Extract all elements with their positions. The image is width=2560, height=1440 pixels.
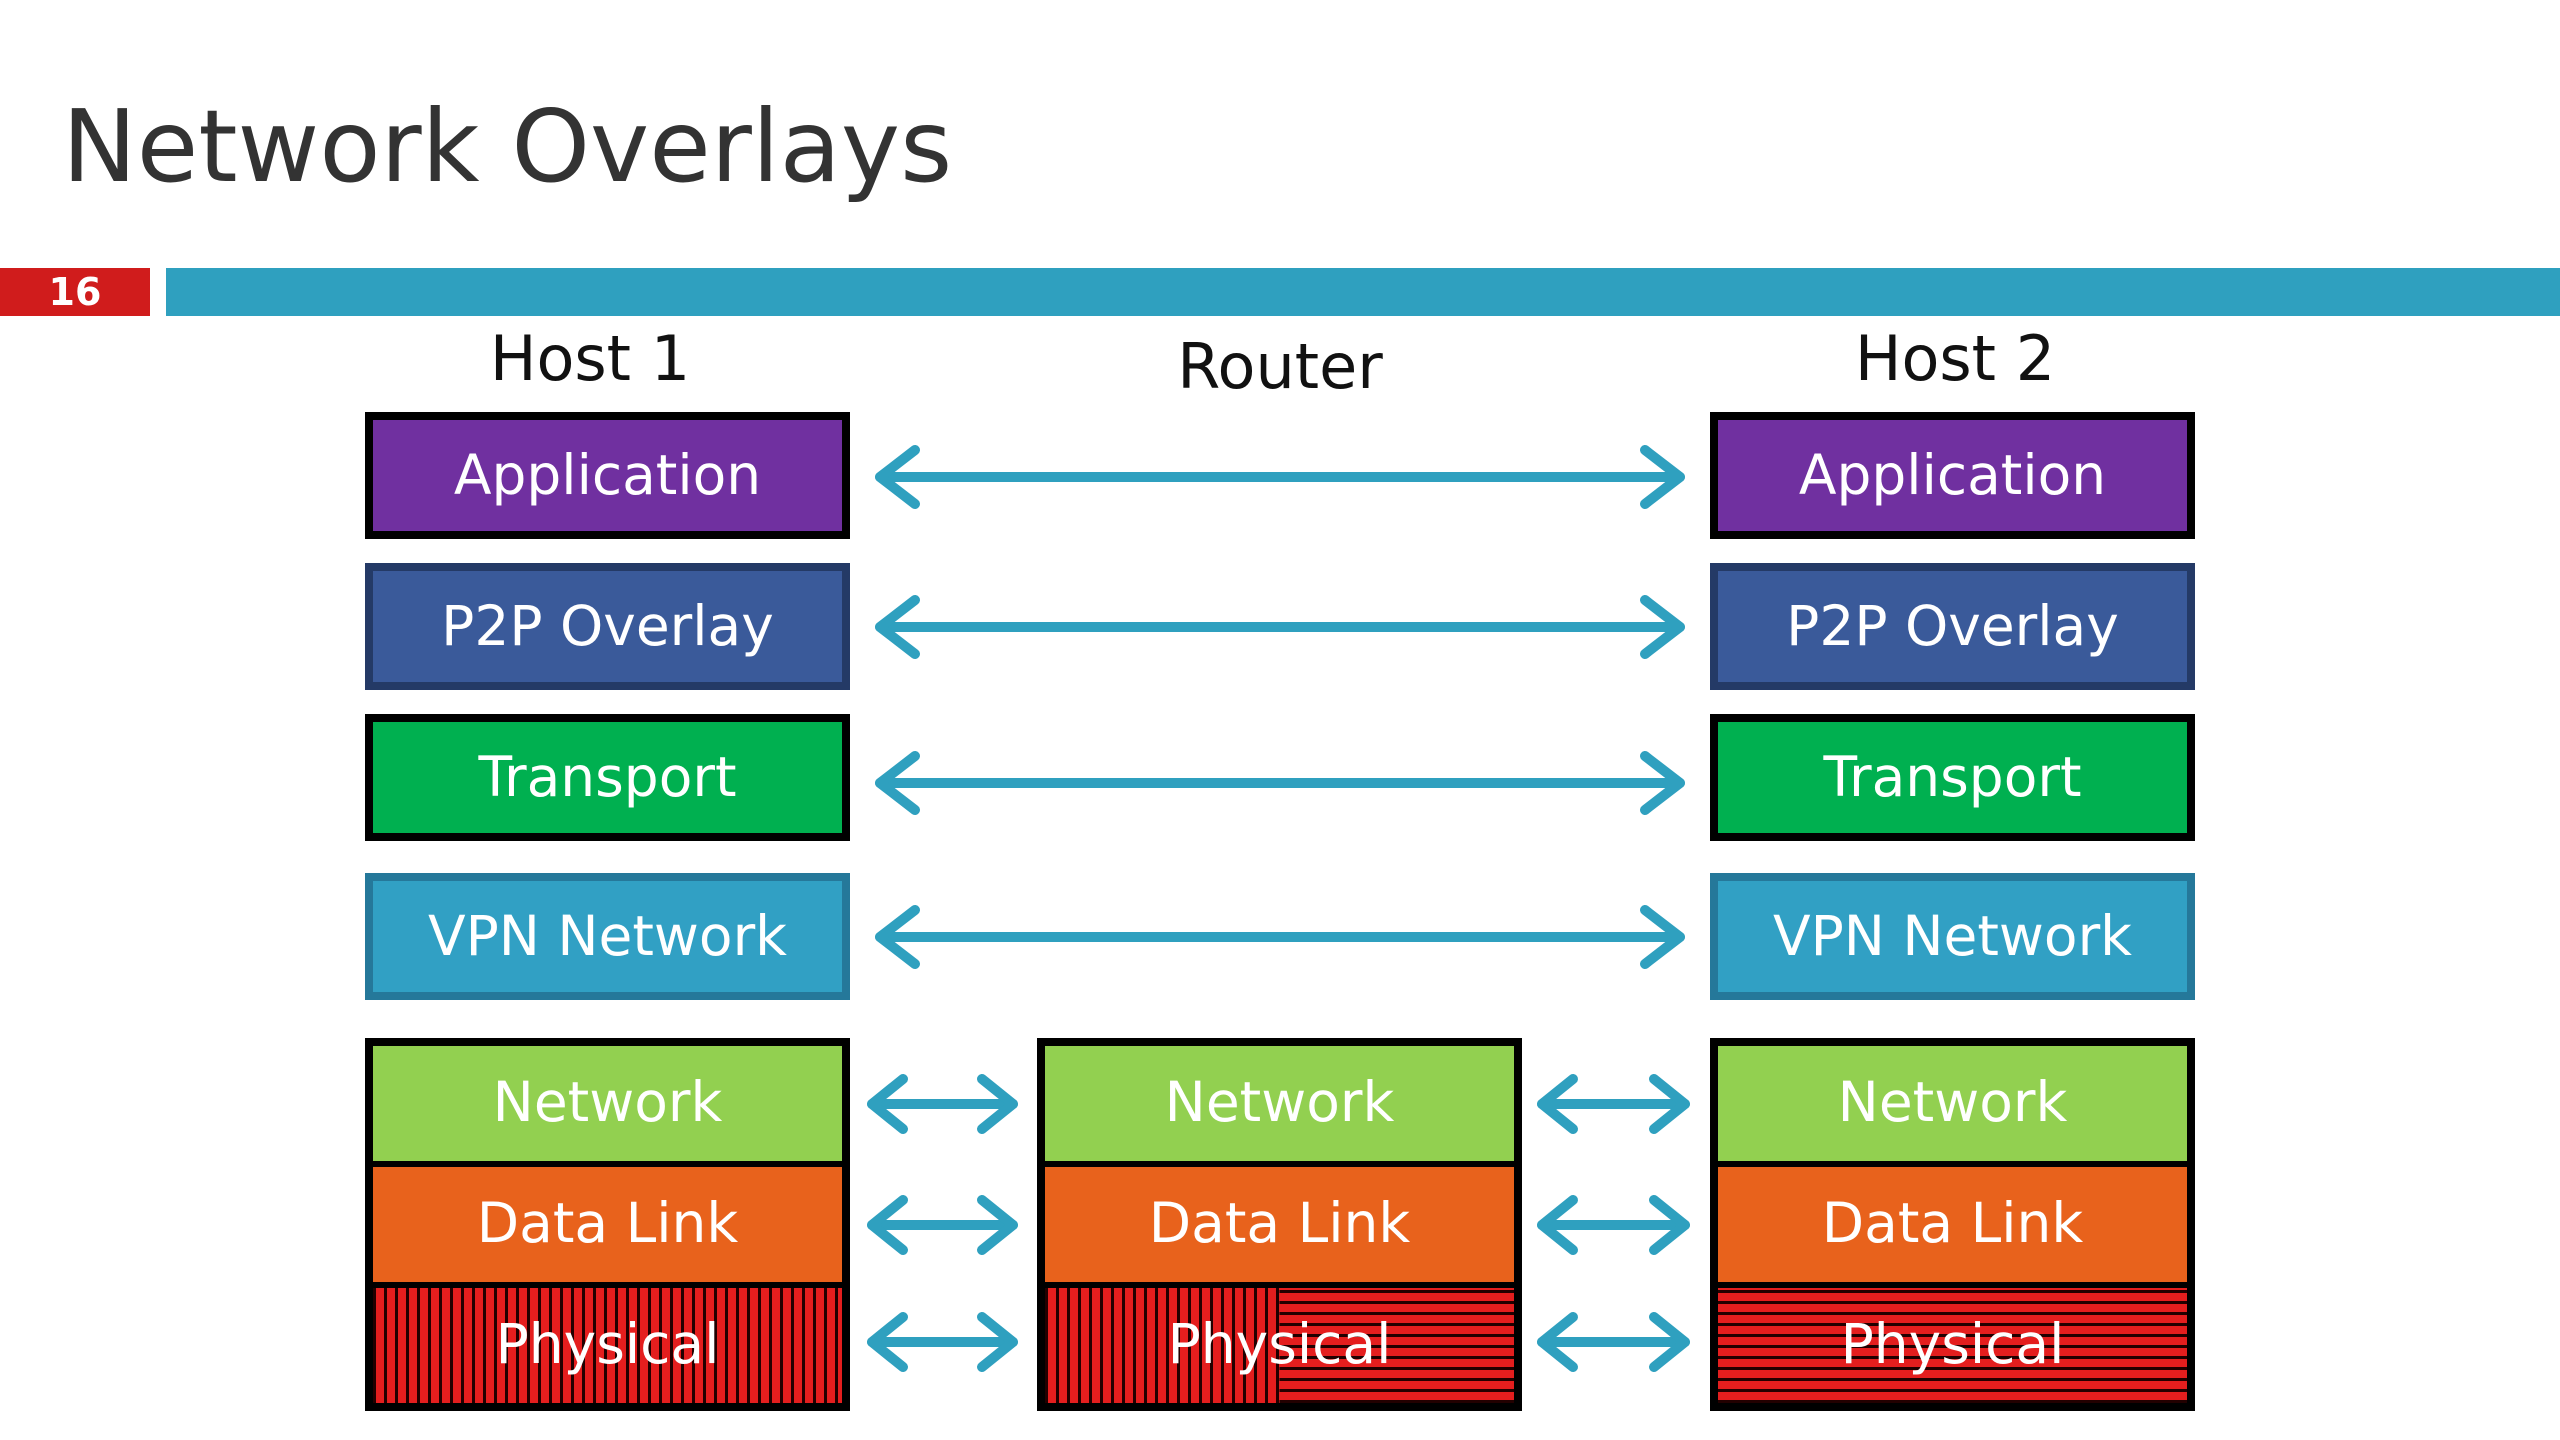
host2-application-layer: Application: [1710, 412, 2195, 539]
host2-network-layer: Network: [1718, 1046, 2187, 1161]
host1-physical-layer: Physical: [373, 1288, 842, 1403]
host1-router-data-link-arrow: [867, 1195, 1018, 1255]
title-divider-bar: [166, 268, 2560, 316]
p2p-overlay-peer-arrow: [875, 595, 1685, 659]
host1-transport-layer: Transport: [365, 714, 850, 841]
router-physical-layer: Physical: [1045, 1288, 1514, 1403]
application-peer-arrow: [875, 445, 1685, 509]
host1-heading: Host 1: [489, 322, 691, 395]
router-host2-data-link-arrow: [1537, 1195, 1690, 1255]
router-heading: Router: [1177, 330, 1383, 403]
vpn-network-peer-arrow: [875, 905, 1685, 969]
host1-network-layer: Network: [373, 1046, 842, 1161]
host1-router-network-arrow: [867, 1074, 1018, 1134]
slide-number: 16: [0, 268, 150, 316]
slide-title: Network Overlays: [62, 88, 953, 205]
host2-vpn-network-layer: VPN Network: [1710, 873, 2195, 1000]
router-host2-physical-arrow: [1537, 1312, 1690, 1372]
router-stack: Network Data Link Physical: [1037, 1038, 1522, 1411]
host2-transport-layer: Transport: [1710, 714, 2195, 841]
transport-peer-arrow: [875, 751, 1685, 815]
host1-application-layer: Application: [365, 412, 850, 539]
host2-p2p-overlay-layer: P2P Overlay: [1710, 563, 2195, 690]
host1-lower-stack: Network Data Link Physical: [365, 1038, 850, 1411]
host1-data-link-layer: Data Link: [373, 1167, 842, 1282]
router-host2-network-arrow: [1537, 1074, 1690, 1134]
host1-vpn-network-layer: VPN Network: [365, 873, 850, 1000]
router-network-layer: Network: [1045, 1046, 1514, 1161]
host2-lower-stack: Network Data Link Physical: [1710, 1038, 2195, 1411]
router-data-link-layer: Data Link: [1045, 1167, 1514, 1282]
host1-p2p-overlay-layer: P2P Overlay: [365, 563, 850, 690]
host2-physical-layer: Physical: [1718, 1288, 2187, 1403]
host2-data-link-layer: Data Link: [1718, 1167, 2187, 1282]
host2-heading: Host 2: [1854, 322, 2056, 395]
host1-router-physical-arrow: [867, 1312, 1018, 1372]
